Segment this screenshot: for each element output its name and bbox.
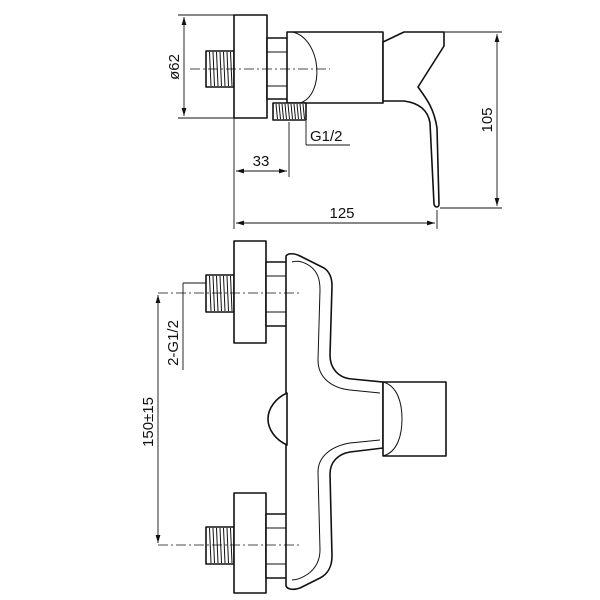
thread-line xyxy=(278,103,281,120)
thread-line xyxy=(209,527,212,564)
upper-flange xyxy=(233,240,267,344)
side-valve-body xyxy=(286,31,384,104)
dim-outlet-offset: 33 xyxy=(233,118,290,177)
thread-line xyxy=(223,527,226,564)
thread-line xyxy=(296,103,299,120)
side-flange xyxy=(233,14,268,119)
thread-line xyxy=(219,527,222,564)
thread-line xyxy=(216,527,219,564)
inlet-threads-label: 2-G1/2 xyxy=(165,320,182,366)
thread-line xyxy=(212,275,215,312)
front-boss xyxy=(267,392,288,446)
outlet-offset-label: 33 xyxy=(253,153,270,170)
overall-length-label: 125 xyxy=(329,205,354,222)
thread-line xyxy=(223,275,226,312)
side-handle xyxy=(382,31,445,208)
thread-line xyxy=(302,103,305,120)
thread-line xyxy=(219,275,222,312)
thread-line xyxy=(216,275,219,312)
thread-line xyxy=(223,51,226,87)
thread-line xyxy=(275,103,278,120)
thread-line xyxy=(226,275,229,312)
front-view xyxy=(158,240,447,594)
outlet-thread-label: G1/2 xyxy=(310,128,343,145)
dim-inlet-threads: 2-G1/2 xyxy=(165,282,206,370)
thread-line xyxy=(209,275,212,312)
thread-line xyxy=(299,103,302,120)
dim-flange-diameter: ø62 xyxy=(166,14,234,119)
dim-inlet-spacing: 150±15 xyxy=(140,295,161,543)
thread-line xyxy=(293,103,296,120)
inlet-spacing-label: 150±15 xyxy=(140,397,157,447)
thread-line xyxy=(284,103,287,120)
thread-line xyxy=(230,527,233,564)
dim-handle-height: 105 xyxy=(440,31,502,209)
thread-line xyxy=(230,275,233,312)
flange-diameter-label: ø62 xyxy=(166,54,183,80)
thread-line xyxy=(212,527,215,564)
dim-overall-length: 125 xyxy=(233,177,438,229)
thread-line xyxy=(219,51,222,87)
lower-flange xyxy=(233,492,267,594)
thread-line xyxy=(226,527,229,564)
thread-line xyxy=(281,103,284,120)
handle-height-label: 105 xyxy=(479,107,496,132)
dim-outlet-thread: G1/2 xyxy=(305,121,350,146)
thread-line xyxy=(287,103,290,120)
thread-line xyxy=(290,103,293,120)
front-handle xyxy=(382,381,447,457)
side-view xyxy=(190,14,445,208)
front-valve-body xyxy=(285,252,384,591)
